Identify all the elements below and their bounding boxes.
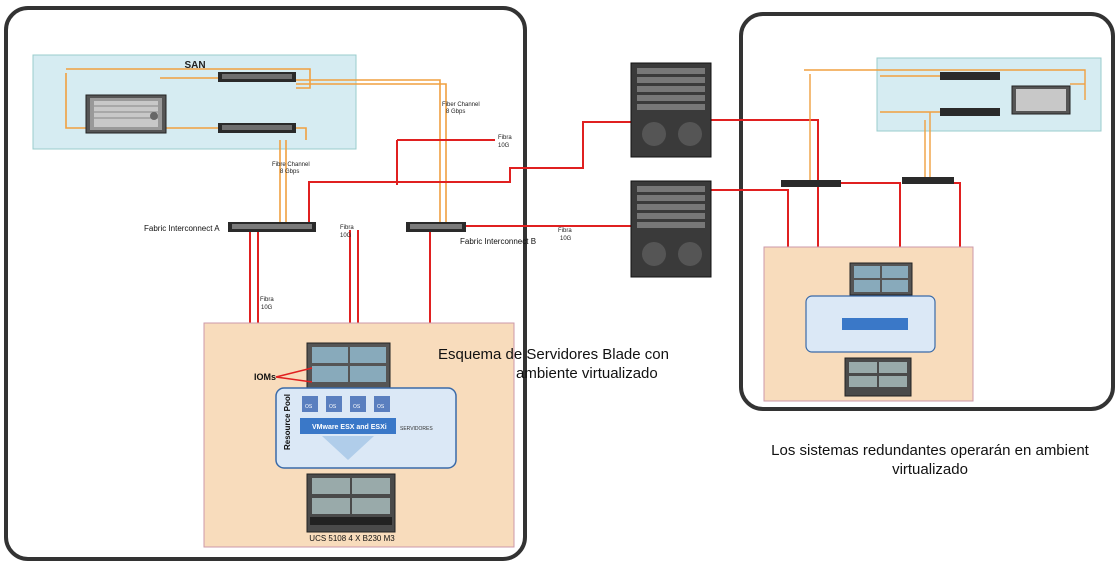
left-site-frame <box>4 6 527 561</box>
san-switch-right-2 <box>940 108 1000 116</box>
vmware-bar <box>300 418 396 434</box>
fabric-b-label: Fabric Interconnect B <box>460 237 536 246</box>
blade-chassis-top <box>306 342 391 390</box>
os-boxes <box>302 396 390 412</box>
main-caption-line1: Esquema de Servidores Blade con <box>438 346 669 363</box>
fc-label-2: Fiber Channel <box>442 102 480 108</box>
fc-speed-1: 8 Gbps <box>280 169 299 175</box>
fabric-interconnect-b <box>406 222 466 232</box>
fibra-speed-left: 10G <box>261 305 273 311</box>
san-label: SAN <box>184 60 205 71</box>
fibra-label-top: Fibra <box>498 135 512 141</box>
os-label-3: OS <box>353 404 361 410</box>
fc-speed-2: 8 Gbps <box>446 109 465 115</box>
fibra-label-center: Fibra <box>558 228 572 234</box>
pool-arrow <box>322 436 374 460</box>
fibra-label-mid: Fibra <box>340 225 354 231</box>
servers-label: SERVIDORES <box>400 426 433 432</box>
os-label-1: OS <box>305 404 313 410</box>
resource-pool-label: Resource Pool <box>283 394 292 450</box>
right-caption: Los sistemas redundantes operarán en amb… <box>744 441 1116 479</box>
chassis-label: UCS 5108 4 X B230 M3 <box>309 534 395 543</box>
blade-chassis-bottom <box>306 473 396 533</box>
os-label-4: OS <box>377 404 385 410</box>
fabric-right-a <box>902 177 954 184</box>
vmware-bar-right <box>842 318 908 330</box>
fibra-speed-mid: 10G <box>340 233 352 239</box>
storage-array-right <box>1011 85 1071 115</box>
red-links <box>249 119 961 380</box>
vmware-label: VMware ESX and ESXi <box>312 424 387 431</box>
iom-arrows <box>275 367 313 383</box>
ioms-label: IOMs <box>254 372 276 382</box>
os-label-2: OS <box>329 404 337 410</box>
san-switch-right-1 <box>940 72 1000 80</box>
fabric-a-label: Fabric Interconnect A <box>144 224 220 233</box>
san-switch-2 <box>218 123 296 133</box>
fabric-right-b <box>781 180 841 187</box>
right-caption-line2: virtualizado <box>892 461 968 478</box>
orange-links-right <box>804 69 1086 180</box>
fibra-label-left: Fibra <box>260 297 274 303</box>
core-switch-bottom <box>630 180 712 278</box>
blade-chassis-right-top <box>849 262 913 296</box>
main-caption-line2: ambiente virtualizado <box>516 365 658 382</box>
main-caption: Esquema de Servidores Blade con ambiente… <box>438 345 698 383</box>
fibra-speed-center: 10G <box>560 236 572 242</box>
fabric-interconnect-a <box>228 222 316 232</box>
fibra-speed-top: 10G <box>498 143 510 149</box>
orange-links-left <box>65 68 447 226</box>
right-site-frame <box>739 12 1115 411</box>
right-caption-line1: Los sistemas redundantes operarán en amb… <box>771 442 1089 459</box>
fc-label-1: Fibre Channel <box>272 162 310 168</box>
san-switch-1 <box>218 72 296 82</box>
storage-array-left <box>85 94 167 134</box>
blade-chassis-right-bottom <box>844 357 912 397</box>
core-switch-top <box>630 62 712 158</box>
